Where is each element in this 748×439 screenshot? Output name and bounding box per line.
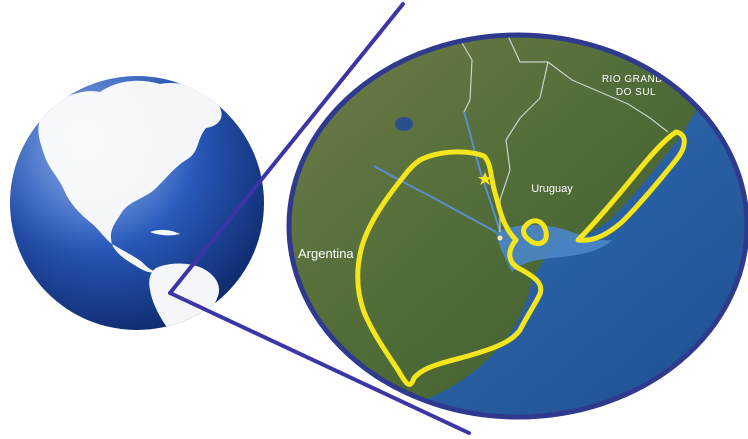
lake xyxy=(395,117,413,131)
city-marker xyxy=(497,235,503,241)
pointer-line-lower xyxy=(168,291,471,435)
zoom-border xyxy=(286,32,748,420)
label-uruguay: Uruguay xyxy=(531,183,573,195)
highlight-zone-lagoon xyxy=(521,218,549,247)
uruguay-river xyxy=(463,111,501,233)
label-argentina: Argentina xyxy=(298,246,354,261)
zoom-pointer-lines xyxy=(168,2,471,435)
star-marker-icon xyxy=(478,172,492,185)
label-rio-grande-line1: RIO GRANDE xyxy=(602,74,670,85)
pointer-line-upper xyxy=(168,2,405,295)
zoom-inset: RIO GRANDE DO SUL Uruguay Argentina xyxy=(286,32,748,420)
highlight-zone-argentina xyxy=(355,149,544,387)
highlight-zone-coast xyxy=(575,129,687,243)
globe-shine xyxy=(10,76,264,330)
parana-river xyxy=(373,165,497,233)
label-rio-grande-line2: DO SUL xyxy=(616,87,656,98)
border-lines xyxy=(457,35,669,232)
globe-icon xyxy=(10,76,264,330)
